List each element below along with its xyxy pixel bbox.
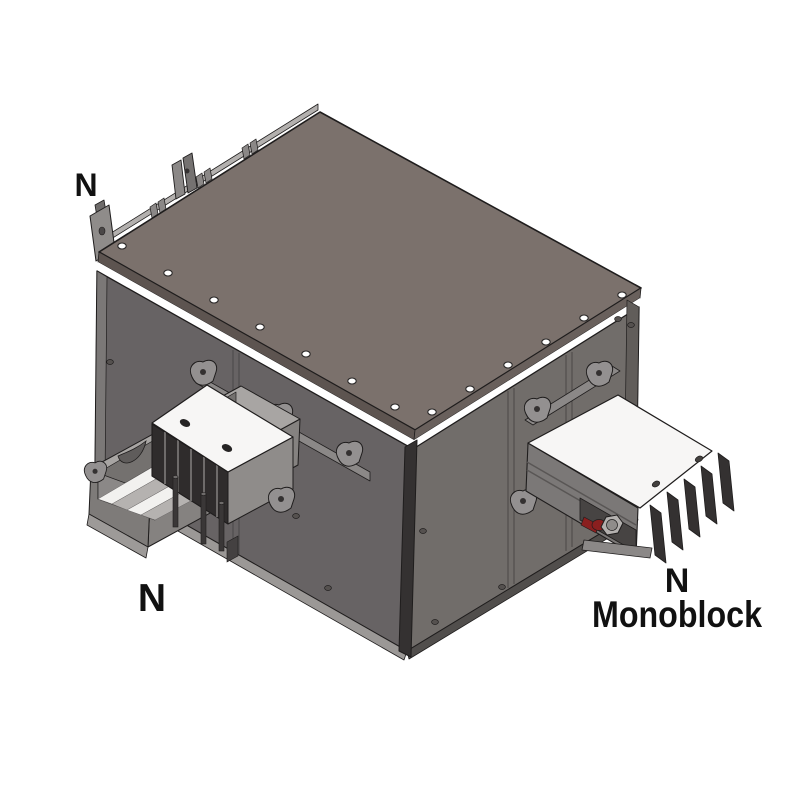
front-corner-post (398, 439, 418, 658)
clamp-icon (83, 460, 108, 484)
clamp-icon (189, 359, 218, 386)
monoblock-fins (649, 452, 735, 564)
label-n-top-left: N (74, 167, 97, 203)
labels: N N N Monoblock (74, 167, 762, 635)
clamp-icon (267, 486, 296, 513)
right-monoblock-top (527, 394, 713, 509)
left-monoblock-tray (83, 359, 371, 563)
tray-arc-cutout (117, 440, 147, 464)
tray-pins (172, 475, 239, 563)
clamp-icon (585, 360, 614, 387)
plate-screws (651, 455, 704, 488)
left-monoblock-battery (151, 384, 294, 525)
top-panel-screws (117, 242, 627, 416)
top-gap-right (413, 298, 640, 449)
terminal-hole (179, 419, 191, 427)
right-monoblock-unit (509, 360, 735, 564)
top-gap-left (97, 262, 414, 449)
clamp-icon (335, 440, 364, 467)
terminal-nut (600, 514, 624, 536)
right-monoblock-body (525, 442, 653, 559)
label-n-bottom-left: N (138, 577, 166, 620)
label-n-right: N (665, 562, 690, 600)
terminal-hole (221, 444, 233, 452)
rear-bracket (171, 152, 198, 200)
support-ledge (581, 539, 653, 559)
clamp-icon (523, 396, 552, 423)
left-monoblock-top (151, 384, 294, 473)
side-panel-screws (106, 316, 635, 625)
left-face-edge-band (94, 270, 108, 480)
label-monoblock: Monoblock (592, 594, 762, 635)
cabinet-back-edge-fittings (89, 103, 319, 262)
